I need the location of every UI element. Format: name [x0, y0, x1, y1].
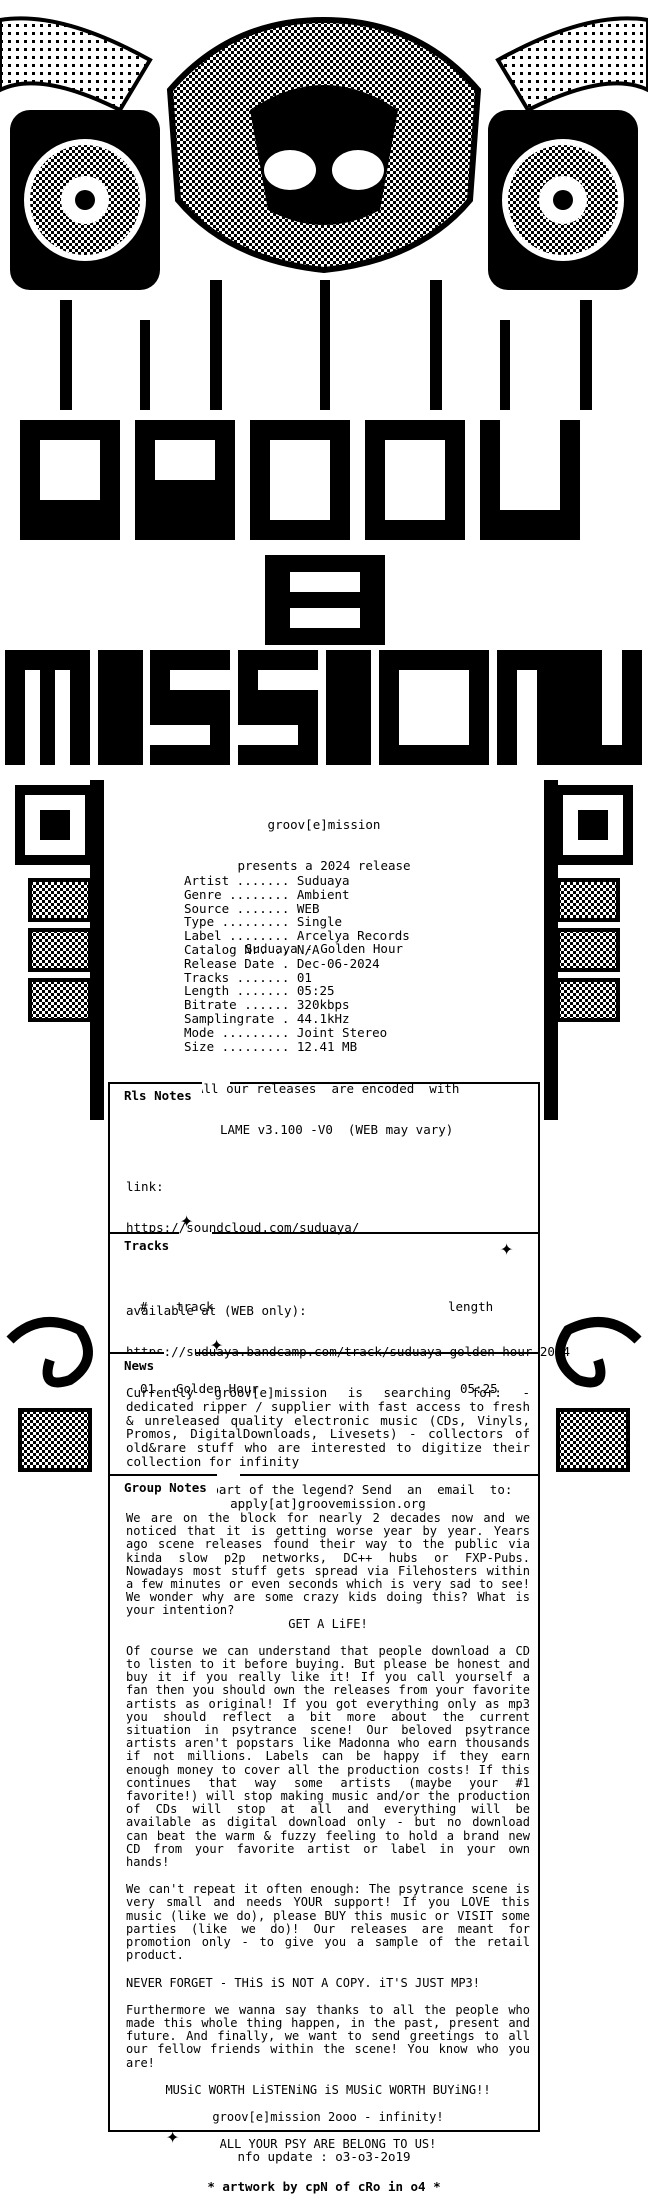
news-body: Currently groov[e]mission is searching f…: [126, 1385, 530, 1511]
info-value: 12.41 MB: [296, 1038, 358, 1054]
info-row: Catalog Nr. .. N/A: [184, 943, 504, 957]
left-swirl-art: [6, 1317, 93, 1472]
release-title: Suduaya - Golden Hour: [244, 940, 404, 956]
star-icon: ✦: [210, 1332, 224, 1357]
right-border: [538, 1082, 540, 2132]
info-label: Source .......: [184, 900, 290, 916]
star-icon: ✦: [166, 2124, 180, 2149]
nfo-update: nfo update : o3-o3-2o19: [237, 2149, 411, 2164]
info-value: N/A: [296, 941, 320, 957]
apply-email[interactable]: apply[at]groovemission.org: [230, 1495, 426, 1511]
encoding-note: All our releases are encoded with LAME v…: [196, 1080, 460, 1137]
info-value: Single: [296, 914, 343, 930]
info-value: 01: [296, 969, 312, 985]
info-row: Genre ........ Ambient: [184, 886, 504, 902]
info-value: 05:25: [296, 983, 335, 999]
left-border: [108, 1082, 110, 2132]
info-label: Mode .........: [184, 1024, 290, 1040]
right-scroll-art: [544, 780, 633, 1120]
rls-notes-rule: [230, 1082, 540, 1084]
info-value: Dec-06-2024: [296, 955, 380, 971]
group-notes-tab: Group Notes: [108, 1474, 217, 1504]
news-rule: [196, 1352, 540, 1354]
track-row: 01 Golden Hour 05:25: [140, 1382, 520, 1396]
left-scroll-art: [15, 780, 104, 1120]
tracks-rule: [212, 1232, 540, 1234]
tracks-tab: Tracks: [108, 1232, 180, 1262]
right-swirl-art: [555, 1317, 642, 1472]
info-label: Tracks .......: [184, 969, 290, 985]
info-row: Mode ......... Joint Stereo: [184, 1024, 504, 1040]
info-label: Release Date .: [184, 955, 290, 971]
slogan: MUSiC WORTH LiSTENiNG iS MUSiC WORTH BUY…: [165, 2082, 491, 2097]
rls-notes-tab: Rls Notes: [108, 1082, 202, 1112]
news-paragraph: Currently groov[e]mission is searching f…: [126, 1385, 530, 1469]
track-list: # track length 01 Golden Hour 05:25: [140, 1272, 520, 1424]
info-value: Joint Stereo: [296, 1024, 388, 1040]
info-row: Size ......... 12.41 MB: [184, 1038, 504, 1054]
info-label: Type .........: [184, 914, 290, 930]
info-value: WEB: [296, 900, 320, 916]
groovemission-logo-art: [0, 16, 648, 765]
track-title: Golden Hour: [176, 1381, 259, 1397]
info-label: Genre ........: [184, 886, 290, 902]
track-number: 01: [140, 1381, 156, 1397]
info-row: Source ....... WEB: [184, 900, 504, 916]
info-row: Bitrate ...... 320kbps: [184, 998, 504, 1012]
info-row: Length ....... 05:25: [184, 984, 504, 998]
star-icon: ✦: [500, 1236, 514, 1261]
info-value: 320kbps: [296, 997, 350, 1013]
info-label: Label ........: [184, 928, 290, 944]
info-row: Label ........ Arcelya Records: [184, 929, 504, 943]
info-value: 44.1kHz: [296, 1010, 350, 1026]
info-label: Length .......: [184, 983, 290, 999]
artwork-credit: * artwork by cpN of cRo in o4 *: [207, 2179, 441, 2194]
soundcloud-link[interactable]: https://soundcloud.com/suduaya/: [126, 1219, 360, 1235]
bandcamp-link[interactable]: https://suduaya.bandcamp.com/track/sudua…: [126, 1344, 571, 1360]
info-value: Ambient: [296, 886, 350, 902]
presents-line: presents a 2024 release: [237, 857, 411, 873]
rls-notes-body: link: https://soundcloud.com/suduaya/ av…: [126, 1152, 646, 1387]
track-length: 05:25: [460, 1381, 498, 1397]
info-row: Type ......... Single: [184, 915, 504, 929]
news-tab: News: [108, 1352, 165, 1382]
star-icon: ✦: [180, 1208, 194, 1233]
info-label: Size .........: [184, 1038, 290, 1054]
footer-rule: [108, 2130, 540, 2132]
info-row: Samplingrate . 44.1kHz: [184, 1012, 504, 1026]
info-row: Artist ....... Suduaya: [184, 874, 504, 888]
info-row: Tracks ....... 01: [184, 969, 504, 985]
info-label: Artist .......: [184, 873, 290, 888]
group-notes-rule: [240, 1474, 540, 1476]
info-label: Catalog Nr. ..: [184, 941, 290, 957]
info-value: Arcelya Records: [296, 928, 410, 944]
info-label: Samplingrate .: [184, 1010, 290, 1026]
release-header: groov[e]mission presents a 2024 release …: [108, 790, 540, 983]
group-notes-body: We are on the block for nearly 2 decades…: [126, 1511, 530, 2152]
group-name: groov[e]mission: [267, 816, 381, 832]
info-row: Release Date . Dec-06-2024: [184, 955, 504, 971]
info-label: Bitrate ......: [184, 997, 290, 1013]
track-list-header: # track length: [140, 1298, 494, 1314]
info-value: Suduaya: [296, 873, 350, 888]
